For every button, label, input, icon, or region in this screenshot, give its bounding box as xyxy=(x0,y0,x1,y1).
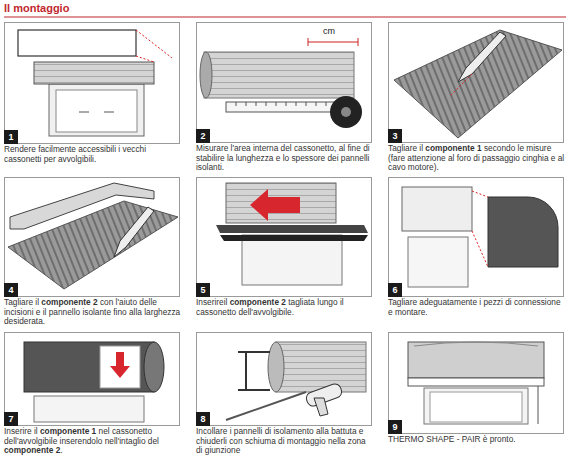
insert-component-drawing xyxy=(24,342,164,422)
step-caption: Misurare l'area interna del cassonetto, … xyxy=(196,144,374,173)
glue-drawing xyxy=(268,342,284,392)
step-number: 5 xyxy=(196,283,210,297)
insert-profile-drawing xyxy=(250,189,300,221)
old-box-drawing xyxy=(136,56,154,62)
measure-drawing xyxy=(308,38,309,46)
title-rule xyxy=(4,17,566,18)
title-rule xyxy=(4,17,566,18)
glue-drawing xyxy=(245,352,247,390)
step-caption: Inserireil componente 2 tagliata lungo i… xyxy=(196,298,374,317)
old-box-drawing xyxy=(104,112,114,113)
step-panel: 7Inserire il componente 1 nel cassonetto… xyxy=(4,332,180,426)
measure-drawing xyxy=(204,52,354,98)
step-caption: THERMO SHAPE - PAIR è pronto. xyxy=(388,435,566,445)
glue-drawing xyxy=(226,392,306,420)
finished-drawing xyxy=(424,388,528,424)
insert-profile-drawing xyxy=(220,235,368,241)
step-number: 7 xyxy=(4,412,18,426)
measure-drawing xyxy=(200,52,212,98)
step-panel: 4Tagliare il componente 2 con l'aiuto de… xyxy=(4,177,180,297)
finished-drawing xyxy=(408,342,544,424)
cut-profile-drawing xyxy=(10,183,154,229)
cut-panel-drawing xyxy=(394,30,562,138)
step-caption: Inserire il componente 1 nel cassonetto … xyxy=(4,427,182,456)
measure-drawing xyxy=(358,38,359,46)
old-box-drawing xyxy=(34,62,154,84)
step-panel: 1Rendere facilmente accessibili i vecchi… xyxy=(4,22,180,144)
connection-pieces-drawing xyxy=(408,237,468,287)
measure-drawing xyxy=(330,96,362,128)
step-caption: Tagliare il componente 2 con l'aiuto del… xyxy=(4,298,182,327)
insert-profile-drawing xyxy=(242,235,342,285)
cut-profile-drawing xyxy=(114,207,154,257)
glue-drawing xyxy=(314,398,328,416)
dimension-label: cm xyxy=(322,26,336,36)
step-panel: 2Misurare l'area interna del cassonetto,… xyxy=(196,22,372,143)
step-panel: 5Inserireil componente 2 tagliata lungo … xyxy=(196,177,372,297)
old-box-drawing xyxy=(136,30,172,58)
insert-component-drawing xyxy=(24,342,154,392)
insert-component-drawing xyxy=(110,352,130,378)
measure-drawing xyxy=(341,107,351,117)
glue-drawing xyxy=(226,342,366,420)
finished-drawing xyxy=(538,386,539,424)
glue-drawing xyxy=(238,389,270,391)
finished-drawing xyxy=(408,378,544,386)
measure-drawing xyxy=(226,102,338,112)
connection-pieces-drawing xyxy=(488,197,558,267)
step-number: 9 xyxy=(388,420,402,434)
cut-profile-drawing xyxy=(8,183,178,289)
finished-drawing xyxy=(408,342,544,378)
glue-drawing xyxy=(238,351,270,353)
old-box-drawing xyxy=(49,84,144,136)
old-box-drawing xyxy=(56,90,137,132)
measure-drawing xyxy=(236,102,326,106)
step-caption: Tagliare il componente 1 secondo le misu… xyxy=(388,144,566,173)
insert-component-drawing xyxy=(144,342,164,392)
insert-component-drawing xyxy=(100,346,140,388)
insert-profile-drawing xyxy=(216,225,368,233)
insert-profile-drawing xyxy=(216,183,368,285)
finished-drawing xyxy=(430,392,522,422)
finished-drawing xyxy=(414,342,538,346)
step-panel: 6Tagliare adeguatamente i pezzi di conne… xyxy=(388,177,564,297)
insert-profile-drawing xyxy=(226,183,336,223)
step-number: 2 xyxy=(196,129,210,143)
step-number: 1 xyxy=(4,130,18,144)
connection-pieces-drawing xyxy=(472,231,488,267)
step-number: 8 xyxy=(196,412,210,426)
step-number: 3 xyxy=(388,129,402,143)
cut-panel-drawing xyxy=(394,30,562,138)
measure-drawing xyxy=(200,38,362,128)
old-box-drawing xyxy=(79,112,89,113)
section-title: Il montaggio xyxy=(4,2,69,14)
connection-pieces-drawing xyxy=(402,187,558,287)
connection-pieces-drawing xyxy=(472,191,488,197)
step-caption: Rendere facilmente accessibili i vecchi … xyxy=(4,145,182,164)
step-number: 6 xyxy=(388,283,402,297)
glue-drawing xyxy=(276,342,366,392)
old-box-drawing xyxy=(18,30,172,136)
cut-panel-drawing xyxy=(450,74,472,96)
cut-panel-drawing xyxy=(458,32,506,82)
step-panel: 8Incollare i pannelli di isolamento alla… xyxy=(196,332,372,426)
insert-component-drawing xyxy=(34,396,144,422)
step-panel: 9THERMO SHAPE - PAIR è pronto. xyxy=(388,332,564,434)
step-number: 4 xyxy=(4,283,18,297)
step-caption: Tagliare adeguatamente i pezzi di connes… xyxy=(388,298,566,317)
step-panel: 3Tagliare il componente 1 secondo le mis… xyxy=(388,22,564,143)
connection-pieces-drawing xyxy=(402,187,472,231)
step-caption: Incollare i pannelli di isolamento alla … xyxy=(196,427,374,456)
measure-drawing xyxy=(308,42,358,43)
old-box-drawing xyxy=(18,30,136,56)
